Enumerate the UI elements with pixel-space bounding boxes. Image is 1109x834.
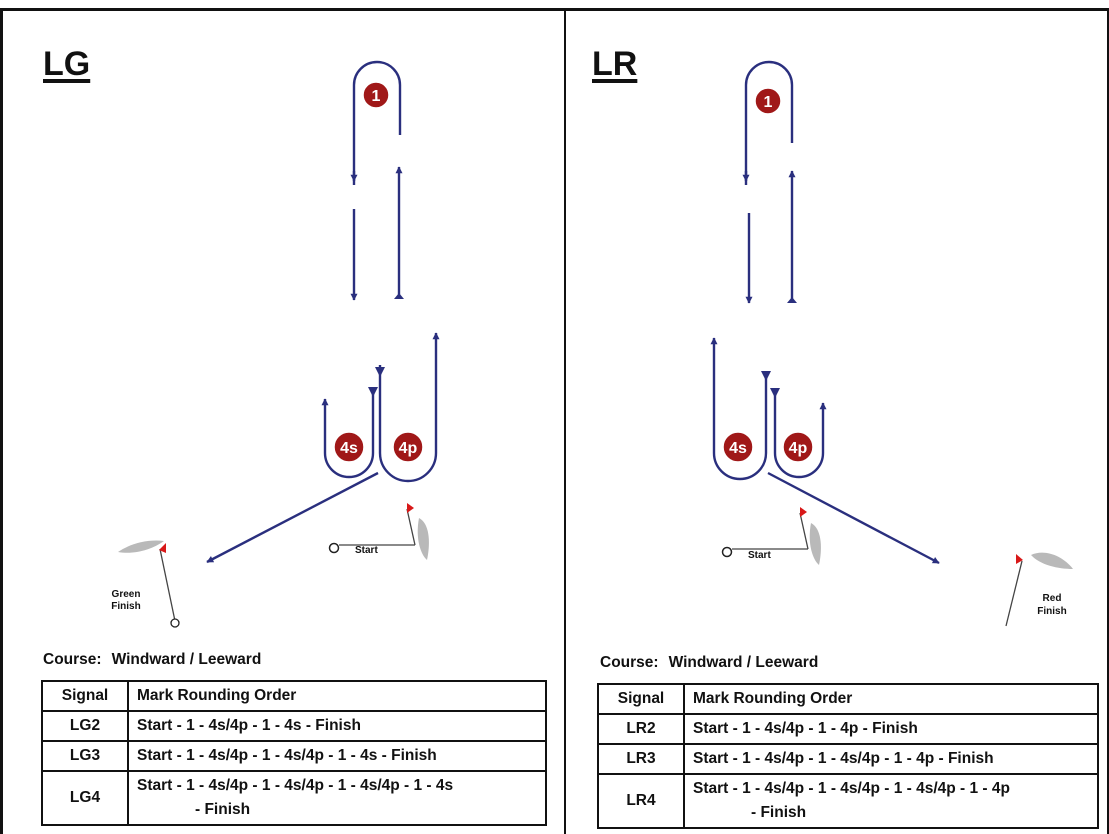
windward-mark-label: 1 [372,88,381,105]
course-label: Course: [600,654,659,671]
finish-line: Red Finish [1005,552,1073,627]
table-row: LR3 Start - 1 - 4s/4p - 1 - 4s/4p - 1 - … [597,743,1099,775]
panel-title: LG [43,45,91,83]
gate-mark-4p: 4p [392,431,424,463]
finish-leg-line [767,471,940,565]
order-text: Start - 1 - 4s/4p - 1 - 4s/4p - 1 - 4s/4… [137,777,454,794]
order-text: Start - 1 - 4s/4p - 1 - 4s/4p - 1 - 4p -… [693,750,994,767]
committee-boat-icon [417,518,429,560]
course-value: Windward / Leeward [668,654,819,671]
finish-line: Green Finish [111,540,180,628]
finish-label-line2: Finish [1037,606,1066,617]
rounding-order-table: Signal Mark Rounding Order LR2 Start - 1… [597,683,1099,829]
gate-mark-4p-label: 4p [789,440,808,457]
flag-icon [407,503,414,513]
order-cell: Start - 1 - 4s/4p - 1 - 4s/4p - 1 - 4s/4… [683,773,1099,829]
start-pin-buoy-icon [328,542,340,554]
order-cell: Start - 1 - 4s/4p - 1 - 4s/4p - 1 - 4s -… [127,740,547,772]
table-row: LG3 Start - 1 - 4s/4p - 1 - 4s/4p - 1 - … [41,740,547,772]
order-cell: Start - 1 - 4s/4p - 1 - 4s - Finish [127,710,547,742]
table-row: LR4 Start - 1 - 4s/4p - 1 - 4s/4p - 1 - … [597,773,1099,829]
signal-cell: LR2 [597,713,685,745]
gate-4p-rounding-line [378,332,440,483]
course-value: Windward / Leeward [111,651,262,668]
start-pin-buoy-icon [721,546,733,558]
course-description: Course: Windward / Leeward [600,654,818,672]
table-header-row: Signal Mark Rounding Order [597,683,1099,715]
gate-mark-4s-label: 4s [729,440,747,457]
course-description: Course: Windward / Leeward [43,651,261,669]
order-text: Start - 1 - 4s/4p - 1 - 4s/4p - 1 - 4s/4… [693,780,1010,797]
order-cell: Start - 1 - 4s/4p - 1 - 4s/4p - 1 - 4s/4… [127,770,547,826]
signal-header: Signal [41,680,129,712]
gate-mark-4s-label: 4s [340,440,358,457]
rounding-order-table: Signal Mark Rounding Order LG2 Start - 1… [41,680,547,826]
finish-boat-icon [1031,552,1073,569]
course-diagram-lr: 1 4s 4p Start Red Finish [710,60,1073,627]
finish-label-line2: Finish [111,601,140,612]
committee-boat-icon [809,523,821,565]
table-row: LG2 Start - 1 - 4s/4p - 1 - 4s - Finish [41,710,547,742]
panel-title: LR [592,45,638,83]
finish-leg-line [206,471,379,564]
finish-label-line1: Green [112,589,141,600]
windward-mark: 1 [754,87,782,115]
finish-boat-icon [118,540,164,553]
signal-header: Signal [597,683,685,715]
course-diagram-lg: 1 4s 4p Start Green Finish [111,60,440,628]
order-header: Mark Rounding Order [683,683,1099,715]
gate-mark-4s: 4s [722,431,754,463]
finish-buoy-icon [170,618,180,628]
panel-lr: LR 1 4s 4p [566,8,1109,834]
windward-mark-label: 1 [764,94,773,111]
order-text: Start - 1 - 4s/4p - 1 - 4s - Finish [137,717,361,734]
gate-mark-4p: 4p [782,431,814,463]
start-label: Start [355,545,378,556]
gate-mark-4s: 4s [333,431,365,463]
flag-icon [800,507,807,517]
start-label: Start [748,550,771,561]
course-label: Course: [43,651,102,668]
start-line: Start [328,503,429,560]
signal-cell: LG4 [41,770,129,826]
gate-4p-rounding-line [773,388,827,479]
table-row: LG4 Start - 1 - 4s/4p - 1 - 4s/4p - 1 - … [41,770,547,826]
signal-cell: LG2 [41,710,129,742]
order-text-continued: - Finish [195,801,251,818]
windward-mark: 1 [362,81,390,109]
signal-cell: LR3 [597,743,685,775]
start-line: Start [721,507,821,565]
windward-rounding-line [744,60,794,185]
order-text-continued: - Finish [751,804,807,821]
gate-mark-4p-label: 4p [399,440,418,457]
flag-icon [1016,554,1023,564]
order-header: Mark Rounding Order [127,680,547,712]
order-cell: Start - 1 - 4s/4p - 1 - 4p - Finish [683,713,1099,745]
table-header-row: Signal Mark Rounding Order [41,680,547,712]
table-row: LR2 Start - 1 - 4s/4p - 1 - 4p - Finish [597,713,1099,745]
flag-icon [159,543,166,553]
gate-4s-rounding-line [321,387,375,479]
order-cell: Start - 1 - 4s/4p - 1 - 4s/4p - 1 - 4p -… [683,743,1099,775]
gate-4s-rounding-line [710,337,768,481]
signal-cell: LG3 [41,740,129,772]
order-text: Start - 1 - 4s/4p - 1 - 4s/4p - 1 - 4s -… [137,747,437,764]
finish-label-line1: Red [1043,593,1062,604]
windward-rounding-line [352,60,402,185]
order-text: Start - 1 - 4s/4p - 1 - 4p - Finish [693,720,918,737]
signal-cell: LR4 [597,773,685,829]
panel-lg: LG 1 4s [0,8,566,834]
